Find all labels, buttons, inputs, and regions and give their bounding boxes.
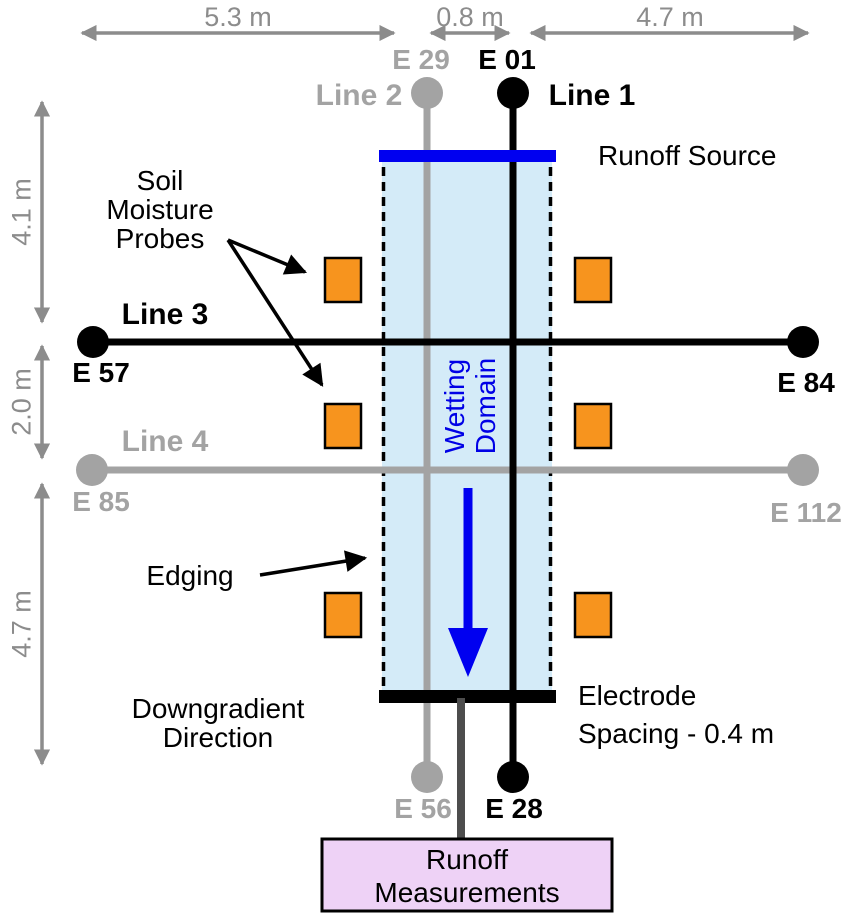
electrode-label-e85: E 85 (72, 486, 130, 517)
downgradient-line2: Direction (162, 722, 274, 753)
probe-square (573, 402, 613, 450)
electrode-dot-e112 (787, 454, 819, 486)
downgradient-line1: Downgradient (131, 693, 305, 724)
probes-arrow-upper (227, 238, 308, 275)
electrode-label-e57: E 57 (72, 357, 130, 388)
downgradient-direction-label: Downgradient Direction (132, 694, 305, 752)
runoff-box-line1: Runoff (426, 844, 508, 875)
wetting-domain-label: Wetting Domain (439, 358, 501, 454)
electrode-dot-e56 (411, 761, 443, 793)
line-label-line2: Line 2 (315, 79, 403, 112)
probes-label-line1: Soil (136, 165, 184, 196)
probe-square (323, 256, 363, 304)
line-label-line3: Line 3 (121, 298, 209, 331)
dim-label-0-8m: 0.8 m (436, 2, 504, 32)
edging-arrow (259, 550, 368, 577)
line-label-line1: Line 1 (548, 79, 636, 112)
flow-arrow-head (448, 628, 488, 677)
dim-label-4-7m-top: 4.7 m (636, 2, 704, 32)
electrode-dot-e85 (76, 454, 108, 486)
electrode-label-e28: E 28 (485, 793, 543, 824)
electrode-label-e01: E 01 (478, 44, 536, 75)
probes-label-line2: Moisture (106, 194, 214, 225)
spacing-line1: Electrode (578, 680, 697, 711)
electrode-spacing-label: Electrode Spacing - 0.4 m (578, 677, 774, 753)
soil-moisture-probes-label: Soil Moisture Probes (106, 166, 213, 253)
probes-label-line3: Probes (115, 223, 205, 254)
probes-arrow-lower (226, 239, 324, 387)
probe-square (573, 256, 613, 304)
runoff-measurements-box (320, 837, 614, 913)
electrode-label-e29: E 29 (392, 44, 450, 75)
edging-label: Edging (146, 560, 234, 591)
electrode-dot-e28 (497, 761, 529, 793)
electrode-dot-e01 (497, 77, 529, 109)
electrode-dot-e29 (411, 77, 443, 109)
runoff-measurements-label: Runoff Measurements (374, 843, 559, 909)
probe-square (323, 591, 363, 639)
electrode-label-e112: E 112 (770, 497, 842, 528)
wetting-label-line1: Wetting (439, 358, 470, 454)
runoff-source-bar (379, 150, 556, 162)
runoff-source-label: Runoff Source (598, 140, 777, 171)
wetting-label-line2: Domain (470, 357, 501, 455)
spacing-line2: Spacing - 0.4 m (578, 718, 775, 749)
dim-label-4-1m: 4.1 m (6, 178, 37, 246)
runoff-box-line2: Measurements (374, 877, 560, 908)
electrode-dot-e57 (77, 326, 109, 358)
electrode-label-e84: E 84 (777, 367, 835, 398)
dim-label-5-3m: 5.3 m (204, 2, 272, 32)
dim-label-4-7m-left: 4.7 m (6, 590, 37, 658)
line-label-line4: Line 4 (121, 425, 209, 458)
dim-label-2-0m: 2.0 m (6, 368, 37, 436)
electrode-dot-e84 (787, 326, 819, 358)
electrode-label-e56: E 56 (394, 793, 452, 824)
probe-square (573, 591, 613, 639)
probe-square (323, 402, 363, 450)
domain-bottom-bar (379, 690, 556, 703)
